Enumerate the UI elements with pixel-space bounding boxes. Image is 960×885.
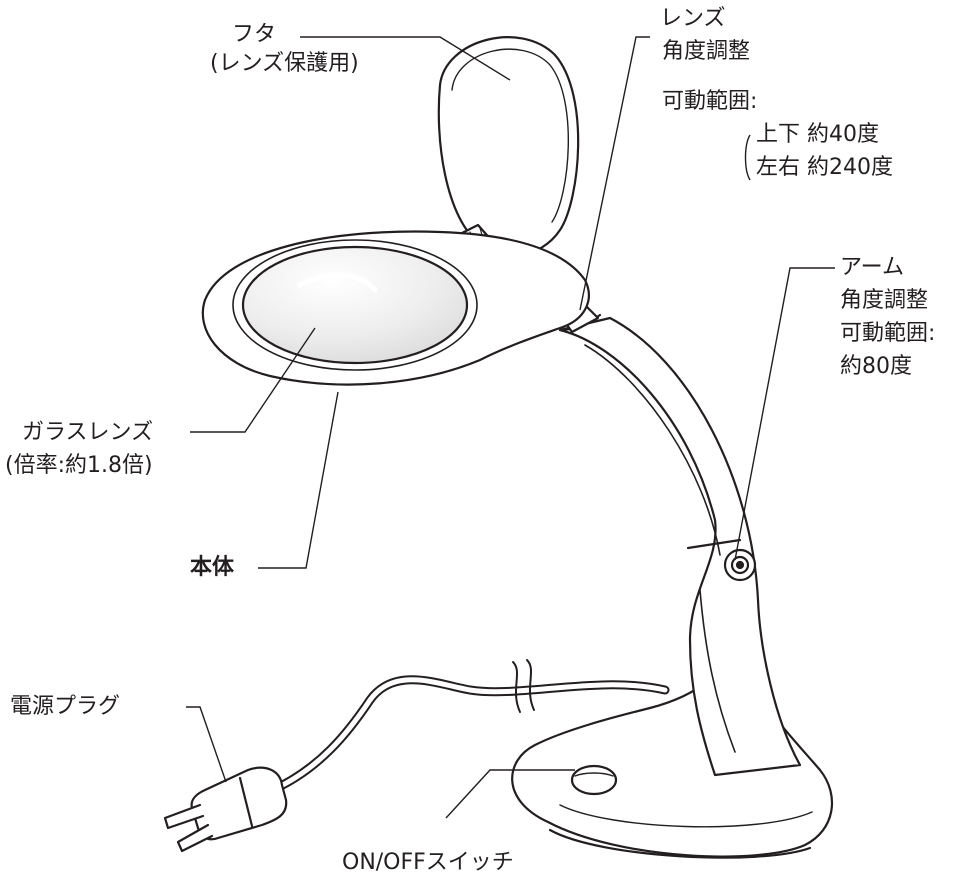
- switch-label: ON/OFFスイッチ: [342, 850, 514, 875]
- arm-angle-label-line4: 約80度: [840, 354, 912, 379]
- arm-angle-label-line2: 角度調整: [840, 288, 929, 313]
- lens-angle-label-line5: 左右 約240度: [756, 155, 893, 180]
- arm-angle-label-line3: 可動範囲:: [840, 321, 936, 346]
- body-label: 本体: [190, 555, 235, 580]
- leader-lines: [186, 36, 835, 819]
- lens-angle-label-line3: 可動範囲:: [662, 89, 758, 114]
- cover-label-line2: (レンズ保護用): [210, 51, 359, 76]
- lens-angle-label-line4: 上下 約40度: [756, 122, 879, 147]
- arm-pivot-knob: [723, 548, 757, 582]
- glass-lens-label-line1: ガラスレンズ: [22, 420, 154, 445]
- plug-label: 電源プラグ: [10, 694, 121, 719]
- switch-button: [570, 764, 618, 796]
- glass-lens-label-line2: (倍率:約1.8倍): [5, 453, 153, 478]
- arm-angle-label-line1: アーム: [840, 255, 905, 280]
- lens-frame: [201, 230, 590, 386]
- cover-label-line1: フタ: [232, 22, 277, 47]
- power-plug: [163, 766, 288, 853]
- lens-angle-label-line1: レンズ: [660, 6, 726, 31]
- power-cord: [263, 659, 670, 797]
- lens-angle-label-line2: 角度調整: [662, 39, 751, 64]
- lens-cover: [437, 36, 580, 257]
